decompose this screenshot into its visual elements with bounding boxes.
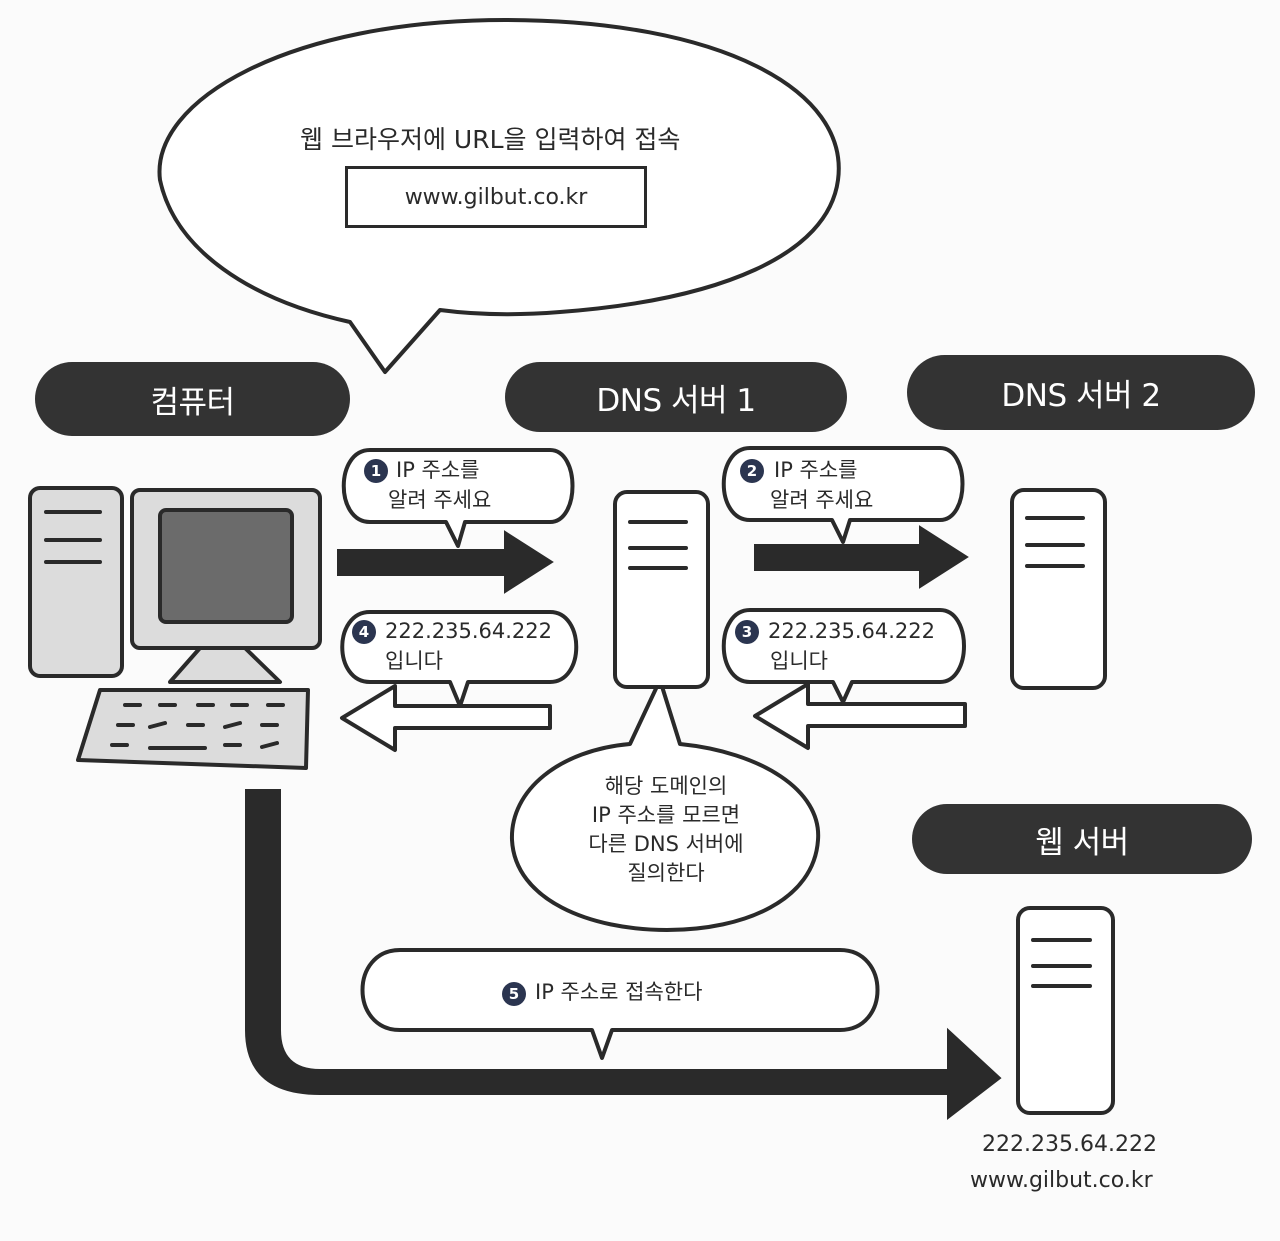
web-server-domain: www.gilbut.co.kr	[970, 1168, 1153, 1193]
arrow-computer-to-dns1	[337, 530, 554, 594]
speech-caption: 웹 브라우저에 URL을 입력하여 접속	[300, 125, 681, 154]
arrow-computer-to-web	[245, 789, 1002, 1121]
url-box: www.gilbut.co.kr	[345, 166, 647, 228]
step2-bubble	[721, 446, 965, 544]
computer-label: 컴퓨터	[35, 362, 350, 436]
web-server-ip: 222.235.64.222	[982, 1132, 1157, 1157]
monitor-stand	[168, 646, 282, 684]
dns2-server	[1010, 488, 1107, 690]
step3-badge: 3	[735, 620, 759, 644]
step5-badge: 5	[502, 982, 526, 1006]
computer-screen	[158, 508, 294, 624]
step3-line1: 222.235.64.222	[768, 619, 935, 643]
dns-note-line1: 해당 도메인의	[604, 774, 728, 798]
url-text: www.gilbut.co.kr	[404, 184, 588, 210]
computer-illustration	[28, 486, 322, 770]
step1-line2: 알려 주세요	[388, 488, 492, 512]
dns-note-line2: IP 주소를 모르면	[591, 803, 741, 827]
step2-line1: IP 주소를	[774, 458, 858, 482]
step1-bubble	[341, 448, 575, 548]
dns1-label: DNS 서버 1	[505, 362, 847, 432]
step5-text: IP 주소로 접속한다	[535, 980, 703, 1004]
dns-note-bubble	[509, 678, 821, 932]
web-server-label: 웹 서버	[912, 804, 1252, 874]
dns1-server	[613, 490, 710, 689]
arrow-dns2-to-dns1	[753, 682, 967, 750]
computer-keyboard	[76, 688, 310, 770]
step1-badge: 1	[364, 459, 388, 483]
step4-line1: 222.235.64.222	[385, 619, 552, 643]
step2-line2: 알려 주세요	[770, 488, 874, 512]
dns-note-text: 해당 도메인의 IP 주소를 모르면 다른 DNS 서버에 질의한다	[555, 772, 777, 888]
step4-bubble	[340, 610, 579, 708]
step3-line2: 입니다	[770, 649, 828, 673]
dns-note-line3: 다른 DNS 서버에	[588, 832, 744, 856]
dns-note-line4: 질의한다	[627, 861, 705, 885]
step4-badge: 4	[352, 620, 376, 644]
step5-bubble	[360, 948, 880, 1060]
step1-line1: IP 주소를	[396, 458, 480, 482]
web-server	[1016, 906, 1115, 1115]
arrow-dns1-to-computer	[340, 684, 552, 752]
step2-badge: 2	[740, 459, 764, 483]
dns2-label: DNS 서버 2	[907, 355, 1255, 430]
computer-tower	[28, 486, 124, 678]
arrow-dns1-to-dns2	[754, 525, 969, 589]
step4-line2: 입니다	[385, 649, 443, 673]
step3-bubble	[721, 608, 966, 704]
